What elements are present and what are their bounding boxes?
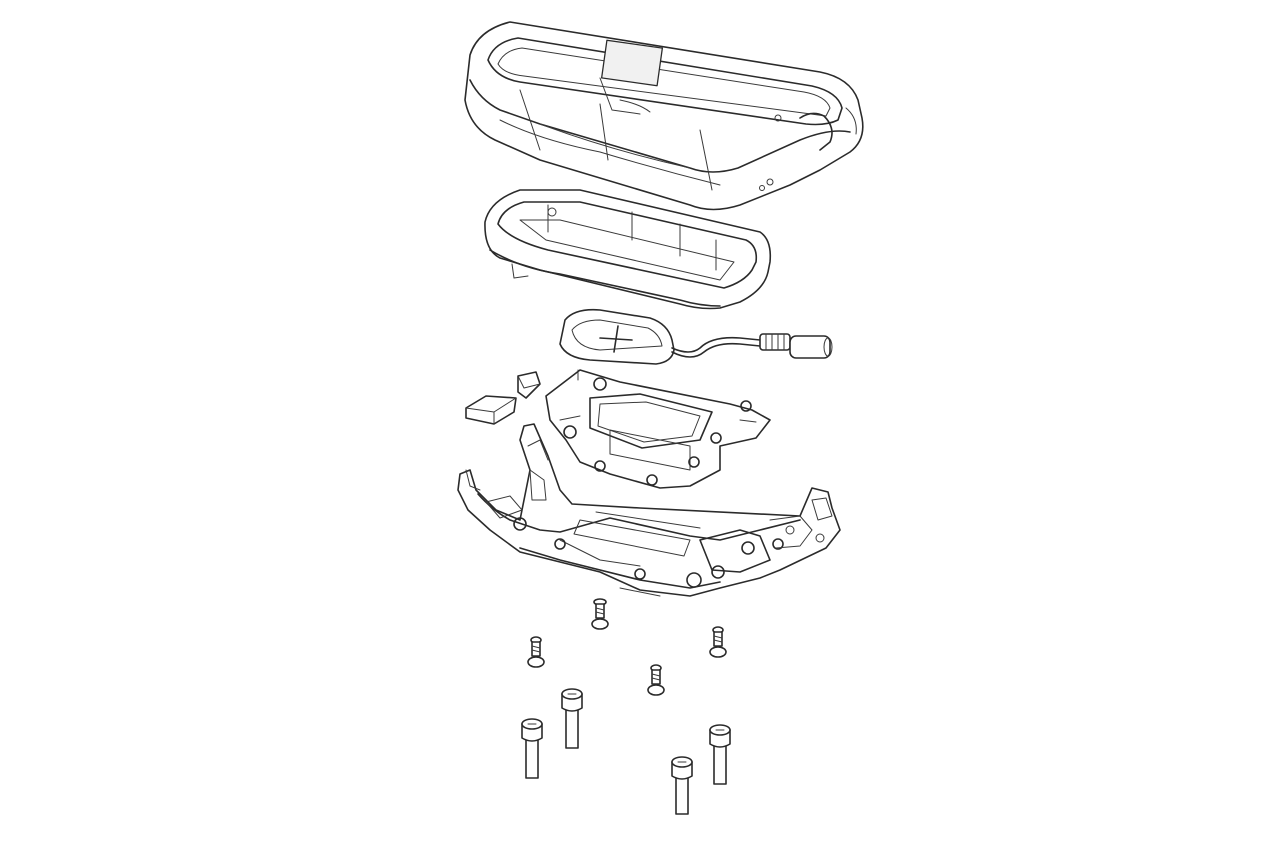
top-housing-shell — [464, 21, 864, 211]
socket-cap-bolt — [671, 756, 693, 815]
flat-screw — [709, 626, 727, 658]
inner-frame-ring — [484, 189, 772, 310]
socket-cap-bolt — [709, 724, 731, 785]
cable-connector — [789, 335, 831, 359]
socket-cap-bolt — [561, 688, 583, 749]
flat-screw — [647, 664, 665, 696]
mounting-bracket — [545, 369, 771, 489]
flat-screw — [591, 598, 609, 630]
small-clip-right — [517, 371, 541, 399]
flat-screw — [527, 636, 545, 668]
cable-strain-relief — [759, 333, 791, 351]
socket-cap-bolt — [521, 718, 543, 779]
plus-horizontal — [599, 337, 633, 341]
base-plate — [457, 423, 841, 597]
small-clip-left — [465, 395, 517, 425]
charging-pad-with-cable — [559, 308, 833, 365]
